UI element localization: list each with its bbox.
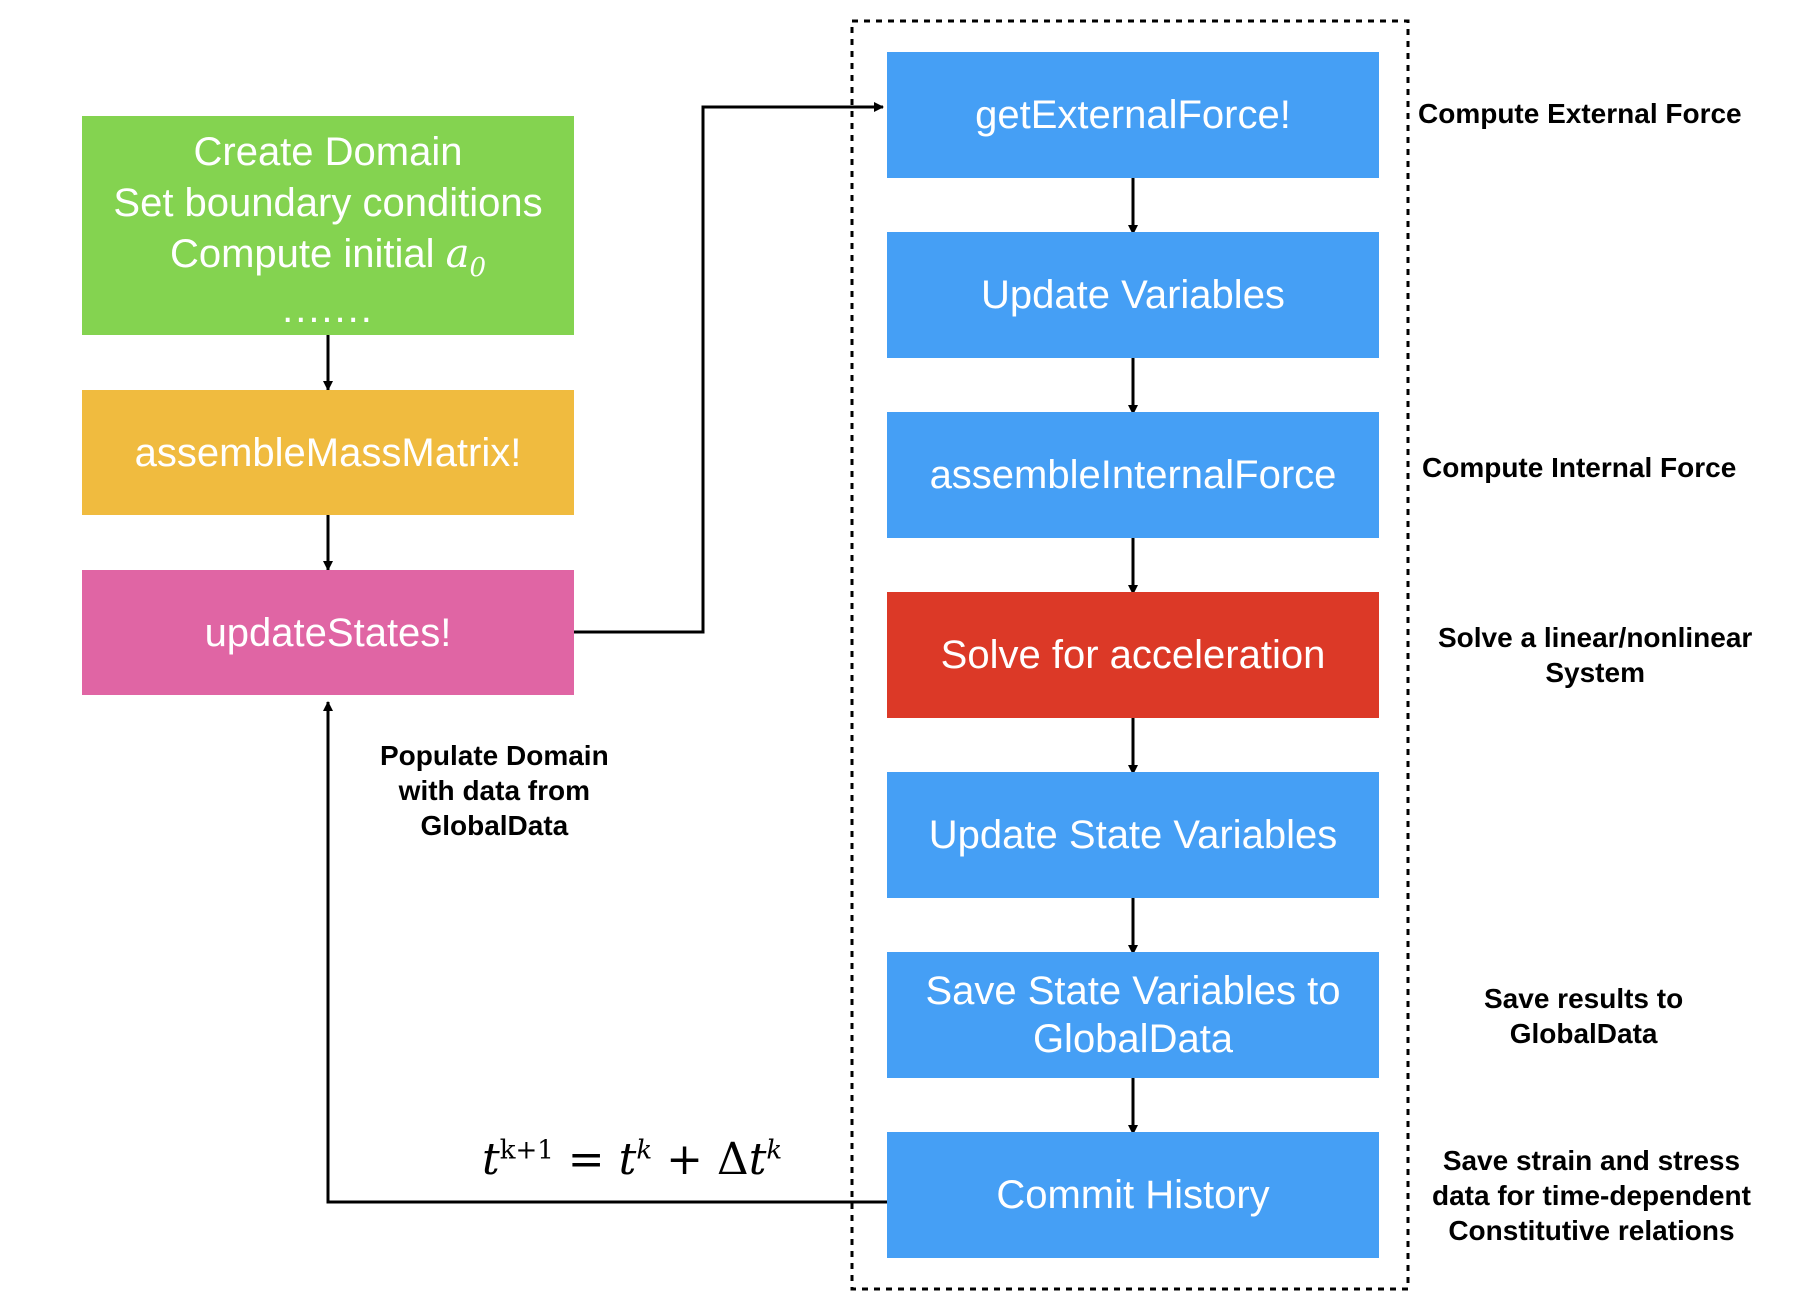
save-state-variables-line2: GlobalData: [1032, 1017, 1234, 1061]
init-box: Create Domain Set boundary conditions Co…: [82, 116, 574, 335]
init-boundary-conditions: Set boundary conditions: [113, 181, 543, 225]
update-variables-label: Update Variables: [981, 273, 1285, 317]
arrow-states-to-external-force: [574, 102, 884, 634]
update-state-variables-label: Update State Variables: [928, 813, 1338, 857]
init-compute-initial: Compute initial a0: [170, 229, 486, 294]
assemble-internal-force-label: assembleInternalForce: [929, 453, 1337, 497]
time-update-formula: tk+1 = tk + Δtk: [482, 1134, 783, 1185]
commit-history-label: Commit History: [996, 1173, 1270, 1217]
save-state-variables-line1: Save State Variables to: [925, 969, 1341, 1013]
get-external-force-box: getExternalForce!: [887, 52, 1379, 178]
solve-acceleration-box: Solve for acceleration: [887, 592, 1379, 718]
compute-external-force-note: Compute External Force: [1418, 98, 1742, 129]
save-results-note: Save results to GlobalData: [1484, 983, 1684, 1049]
init-compute-text: Compute initial: [169, 232, 435, 276]
populate-domain-note: Populate Domain with data from GlobalDat…: [380, 740, 609, 841]
update-states-label: updateStates!: [204, 610, 452, 655]
solve-acceleration-label: Solve for acceleration: [940, 633, 1326, 677]
update-states-box: updateStates!: [82, 570, 574, 695]
solve-system-note: Solve a linear/nonlinear System: [1438, 622, 1753, 688]
update-variables-box: Update Variables: [887, 232, 1379, 358]
assemble-mass-matrix-box: assembleMassMatrix!: [82, 390, 574, 515]
assemble-mass-matrix-label: assembleMassMatrix!: [134, 430, 522, 475]
save-state-variables-box: Save State Variables to GlobalData: [887, 952, 1379, 1078]
compute-internal-force-note: Compute Internal Force: [1422, 452, 1737, 483]
get-external-force-label: getExternalForce!: [975, 93, 1291, 137]
update-state-variables-box: Update State Variables: [887, 772, 1379, 898]
arrow-commit-to-states: [323, 701, 887, 1204]
loop-frame: [850, 19, 1410, 1291]
init-ellipsis: .......: [282, 287, 374, 331]
commit-history-note: Save strain and stress data for time-dep…: [1432, 1145, 1751, 1246]
commit-history-box: Commit History: [887, 1132, 1379, 1258]
assemble-internal-force-box: assembleInternalForce: [887, 412, 1379, 538]
init-var-sub: 0: [469, 253, 487, 283]
init-create-domain: Create Domain: [193, 130, 463, 174]
init-var-a: a: [445, 231, 470, 277]
